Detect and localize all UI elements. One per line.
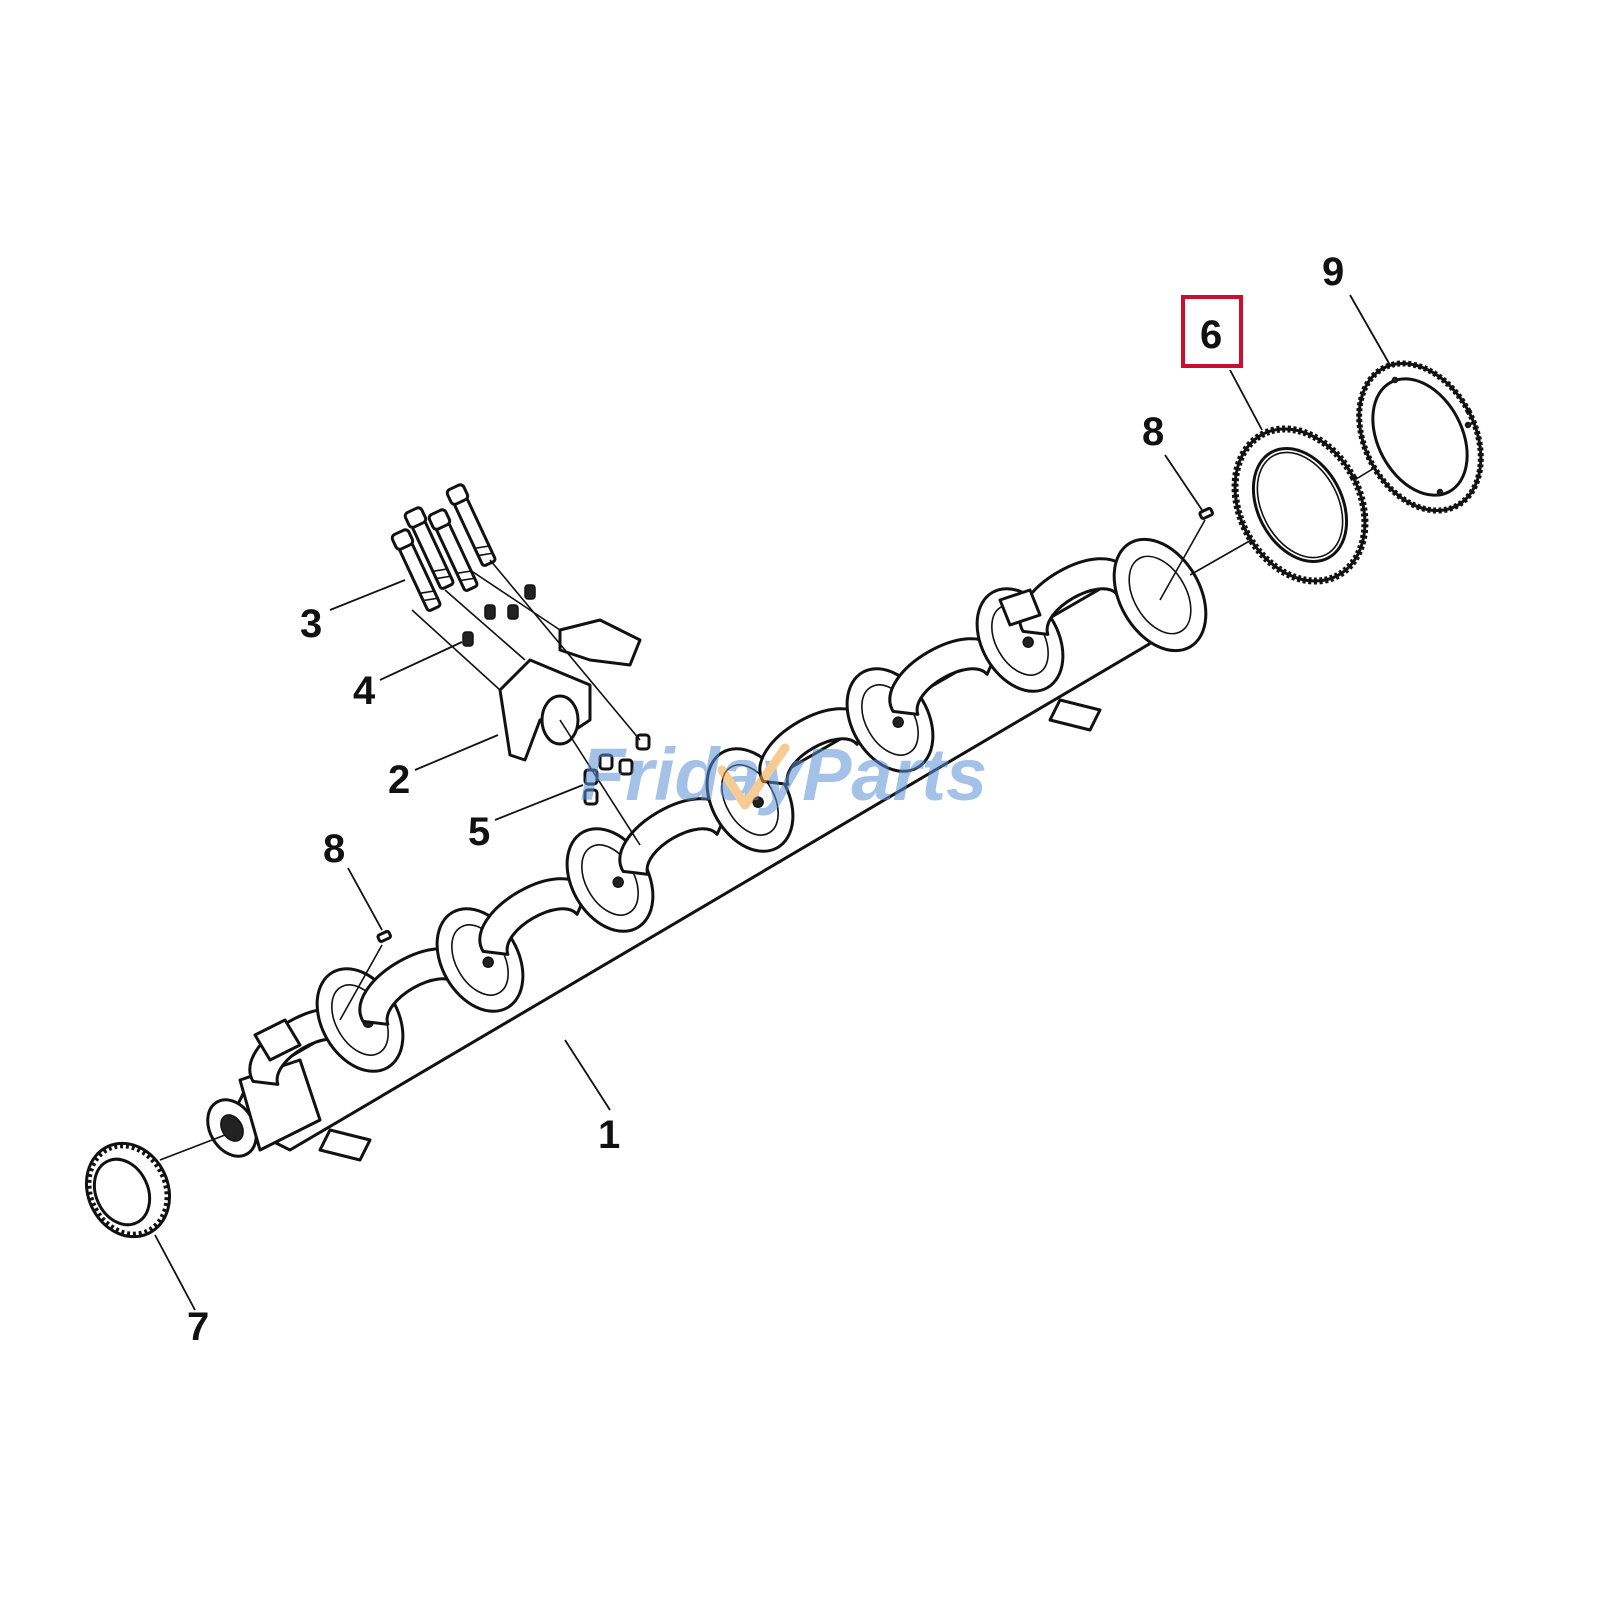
crankshaft <box>206 537 1208 1162</box>
watermark-part-1: Friday <box>580 733 806 816</box>
crankshaft-gear <box>1231 425 1369 585</box>
callout-1: 1 <box>598 1113 620 1157</box>
callout-6: 6 <box>1200 313 1222 357</box>
leader-4 <box>379 641 463 681</box>
pin-front <box>376 929 392 944</box>
callout-3: 3 <box>300 602 322 646</box>
leader-8b <box>347 867 383 931</box>
callout-2: 2 <box>388 758 410 802</box>
leader-3 <box>329 579 406 611</box>
leader-1 <box>564 1039 611 1111</box>
callout-5: 5 <box>468 810 490 854</box>
counterweight-front <box>253 1018 302 1062</box>
leader-5 <box>494 784 584 821</box>
watermark-check-icon <box>717 743 790 810</box>
watermark-logo: FridayParts <box>580 733 987 816</box>
callout-7: 7 <box>187 1305 209 1349</box>
crankshaft-rear-flange <box>1112 537 1208 653</box>
front-gear <box>84 1141 172 1239</box>
pin-rear <box>1198 506 1214 521</box>
counterweight-rear <box>1048 698 1102 732</box>
leader-9 <box>1349 294 1391 366</box>
leader-2 <box>414 734 499 771</box>
callout-8-front: 8 <box>323 827 345 871</box>
counterweight-front-lower <box>318 1128 372 1162</box>
assembly-guide-lines <box>159 439 1421 1161</box>
bolt-set <box>389 482 500 614</box>
leader-8a <box>1164 454 1203 511</box>
callout-8-rear: 8 <box>1142 410 1164 454</box>
callout-labels: 1 2 3 4 5 6 7 8 8 9 <box>187 250 1344 1349</box>
svg-text:FridayParts: FridayParts <box>580 733 987 816</box>
outer-gear-ring <box>1356 360 1484 514</box>
callout-4: 4 <box>353 669 376 713</box>
washer-set-upper <box>462 584 536 647</box>
callout-6-highlight-box <box>1181 295 1243 368</box>
bearing-cap <box>498 618 642 762</box>
leader-6 <box>1229 369 1263 431</box>
watermark-part-2: Parts <box>802 733 987 816</box>
counterweight-rear-upper <box>998 588 1042 627</box>
callout-9: 9 <box>1322 250 1344 294</box>
leader-lines <box>154 294 1391 1311</box>
leader-7 <box>154 1234 196 1311</box>
